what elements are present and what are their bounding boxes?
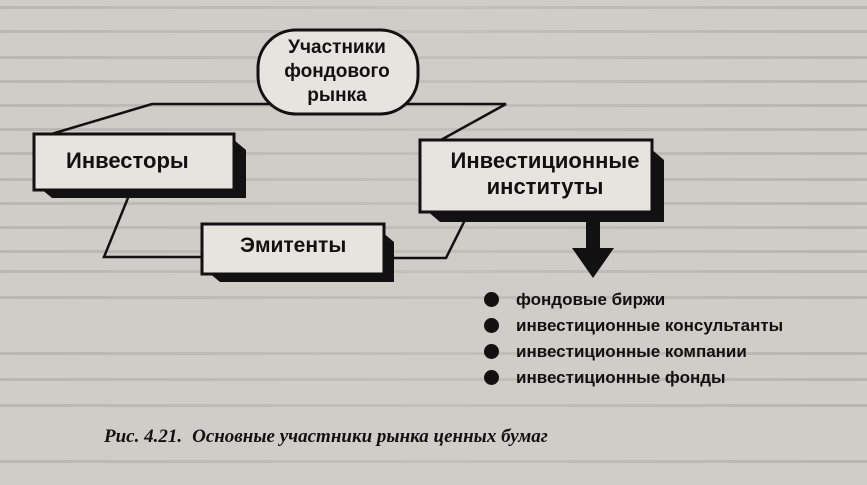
connector-line-top-right (370, 102, 507, 148)
center-node-label: Участники фондового рынка (262, 36, 412, 108)
connector-line-left-lower (102, 187, 232, 259)
institution-types-list: фондовые биржи инвестиционные консультан… (484, 287, 783, 391)
list-item: фондовые биржи (484, 287, 783, 313)
list-item: инвестиционные фонды (484, 365, 783, 391)
list-item-label: фондовые биржи (516, 290, 666, 309)
figure-caption-text: Основные участники рынка ценных бумаг (192, 426, 548, 447)
connector-line-left (37, 102, 296, 140)
center-line-2: фондового (284, 61, 390, 82)
figure-caption: Рис. 4.21. Основные участники рынка ценны… (104, 426, 548, 448)
center-line-1: Участники (288, 37, 386, 58)
center-line-3: рынка (307, 85, 367, 106)
investors-box-shape (32, 132, 246, 198)
bullet-icon (484, 344, 499, 359)
figure-number: Рис. 4.21. (104, 426, 183, 447)
list-item: инвестиционные компании (484, 339, 783, 365)
institutions-line-2: институты (486, 174, 604, 199)
investors-label: Инвесторы (66, 148, 189, 173)
institutions-label: Инвестиционные институты (440, 148, 650, 200)
bullet-icon (484, 292, 499, 307)
down-arrow-icon (572, 222, 614, 278)
center-node-shape (256, 28, 420, 116)
list-item-label: инвестиционные консультанты (516, 316, 784, 335)
institutions-box-shape (418, 138, 664, 222)
institutions-line-1: Инвестиционные (450, 148, 640, 173)
bullet-icon (484, 370, 499, 385)
list-item-label: инвестиционные компании (516, 342, 747, 361)
issuers-label: Эмитенты (240, 234, 347, 257)
bullet-icon (484, 318, 499, 333)
list-item: инвестиционные консультанты (484, 313, 783, 339)
issuers-box-shape (200, 222, 394, 282)
list-item-label: инвестиционные фонды (516, 368, 726, 387)
